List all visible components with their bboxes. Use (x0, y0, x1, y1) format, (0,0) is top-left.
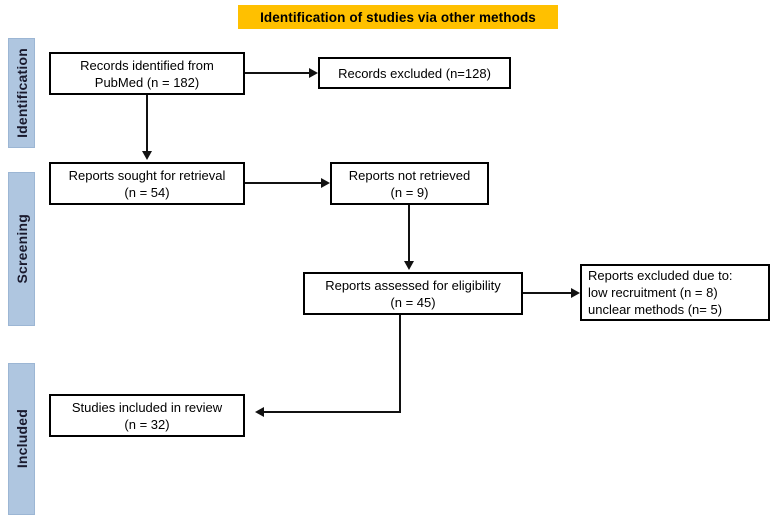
connector-identified-to-excluded (245, 72, 309, 74)
arrowhead-assessed-to-included (255, 407, 264, 417)
connector-sought-to-not-retrieved (245, 182, 321, 184)
box-reports-not-retrieved-line2: (n = 9) (390, 184, 429, 200)
connector-identified-to-sought (146, 95, 148, 151)
arrowhead-assessed-to-excluded-reasons (571, 288, 580, 298)
connector-assessed-to-included-horizontal (264, 411, 401, 413)
stage-label-identification-text: Identification (13, 48, 30, 138)
connector-assessed-to-included-vertical (399, 315, 401, 413)
box-reports-excluded-reasons-line2: low recruitment (n = 8) (588, 285, 718, 300)
stage-label-included-text: Included (13, 409, 30, 469)
box-reports-sought-for-retrieval: Reports sought for retrieval (n = 54) (49, 162, 245, 205)
box-reports-not-retrieved-line1: Reports not retrieved (348, 167, 471, 183)
arrowhead-identified-to-excluded (309, 68, 318, 78)
stage-label-included: Included (8, 363, 35, 515)
box-records-excluded: Records excluded (n=128) (318, 57, 511, 89)
box-studies-included-line2: (n = 32) (124, 416, 170, 432)
box-studies-included-in-review: Studies included in review (n = 32) (49, 394, 245, 437)
box-reports-excluded-reasons: Reports excluded due to: low recruitment… (580, 264, 770, 321)
box-reports-excluded-reasons-line3: unclear methods (n= 5) (588, 302, 723, 317)
connector-assessed-to-excluded-reasons (523, 292, 571, 294)
stage-label-identification: Identification (8, 38, 35, 148)
box-records-identified: Records identified from PubMed (n = 182) (49, 52, 245, 95)
arrowhead-not-retrieved-to-assessed (404, 261, 414, 270)
box-reports-not-retrieved: Reports not retrieved (n = 9) (330, 162, 489, 205)
box-reports-assessed-line1: Reports assessed for eligibility (325, 277, 501, 293)
box-records-identified-line2: PubMed (n = 182) (94, 74, 200, 90)
box-reports-assessed-for-eligibility: Reports assessed for eligibility (n = 45… (303, 272, 523, 315)
diagram-title-banner: Identification of studies via other meth… (238, 5, 558, 29)
box-reports-assessed-line2: (n = 45) (390, 294, 436, 310)
box-reports-sought-line2: (n = 54) (124, 184, 170, 200)
box-reports-excluded-reasons-line1: Reports excluded due to: (588, 268, 733, 283)
stage-label-screening-text: Screening (13, 214, 30, 284)
box-records-excluded-line1: Records excluded (n=128) (338, 65, 491, 81)
box-records-identified-line1: Records identified from (80, 57, 214, 73)
diagram-title-text: Identification of studies via other meth… (260, 9, 536, 25)
stage-label-screening: Screening (8, 172, 35, 326)
connector-not-retrieved-to-assessed (408, 205, 410, 261)
box-studies-included-line1: Studies included in review (71, 399, 223, 415)
box-reports-sought-line1: Reports sought for retrieval (68, 167, 226, 183)
arrowhead-identified-to-sought (142, 151, 152, 160)
arrowhead-sought-to-not-retrieved (321, 178, 330, 188)
